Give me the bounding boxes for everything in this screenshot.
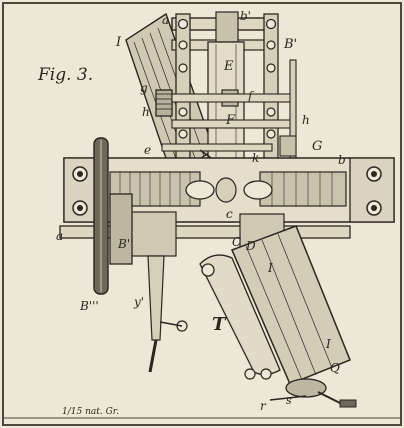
label-r: r	[260, 399, 267, 413]
label-b-prime: b'	[240, 9, 251, 23]
right-rod	[279, 59, 297, 179]
label-T: T	[212, 314, 227, 335]
label-k: k	[252, 151, 259, 165]
pulley-wheel	[93, 137, 109, 295]
inclined-tube-lower	[199, 225, 351, 385]
label-I-bottom: I	[325, 337, 331, 351]
label-h-left: h	[142, 105, 150, 119]
label-s: s	[286, 394, 292, 407]
label-E: E	[223, 59, 234, 74]
label-G: G	[312, 139, 322, 154]
label-C: C	[232, 235, 241, 249]
label-y-prime: y'	[133, 295, 144, 309]
label-h-right: h	[302, 113, 310, 127]
lever-y	[147, 255, 188, 373]
label-B-triple: B'''	[79, 299, 99, 313]
label-Q: Q	[330, 361, 340, 375]
figure-title: Fig. 3.	[37, 65, 93, 85]
label-I-top: I	[115, 35, 122, 50]
label-e: e	[144, 143, 151, 157]
label-B-double: B''	[117, 237, 133, 251]
label-I-mid: I	[267, 261, 273, 275]
bottom-crank	[269, 378, 357, 408]
label-F: F	[225, 113, 236, 128]
label-c: c	[226, 207, 233, 221]
label-B-prime: B'	[283, 37, 297, 52]
label-D: D	[245, 239, 256, 253]
label-g: g	[140, 81, 148, 95]
scale-note: 1/15 nat. Gr.	[62, 407, 119, 417]
label-a-top: a	[162, 13, 169, 27]
label-a-left: a	[56, 229, 63, 243]
label-f: f	[247, 89, 255, 103]
label-b: b	[338, 153, 346, 167]
